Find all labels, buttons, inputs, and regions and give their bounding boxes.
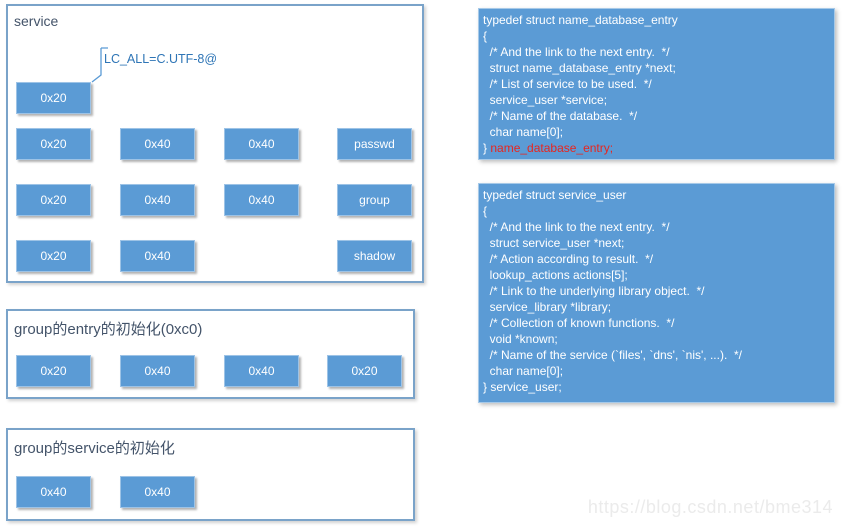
code-line: char name[0]; bbox=[483, 364, 564, 378]
code-line: service_library *library; bbox=[483, 300, 612, 314]
mem-box-0x40: 0x40 bbox=[16, 476, 91, 508]
code-line: service_user *service; bbox=[483, 93, 608, 107]
code-line: /* Link to the underlying library object… bbox=[483, 284, 705, 298]
code-line: /* Name of the service (`files', `dns', … bbox=[483, 348, 742, 362]
code-line: /* Collection of known functions. */ bbox=[483, 316, 675, 330]
mem-box-0x40: 0x40 bbox=[120, 476, 195, 508]
mem-box-0x40: 0x40 bbox=[120, 240, 195, 272]
mem-box-0x20: 0x20 bbox=[327, 355, 402, 387]
mem-box-0x20: 0x20 bbox=[16, 82, 91, 114]
code-line: void *known; bbox=[483, 332, 558, 346]
code-line: typedef struct service_user bbox=[483, 188, 627, 202]
mem-box-0x20: 0x20 bbox=[16, 184, 91, 216]
mem-box-0x20: 0x20 bbox=[16, 240, 91, 272]
code-line: /* Action according to result. */ bbox=[483, 252, 654, 266]
code-line: } service_user; bbox=[483, 380, 562, 394]
service-panel-title: service bbox=[14, 13, 59, 29]
mem-box-0x40: 0x40 bbox=[120, 184, 195, 216]
group-entry-init-panel: group的entry的初始化(0xc0) 0x20 0x40 0x40 0x20 bbox=[6, 309, 415, 399]
group-entry-init-title: group的entry的初始化(0xc0) bbox=[14, 321, 203, 338]
mem-box-shadow: shadow bbox=[337, 240, 412, 272]
code-line: struct name_database_entry *next; bbox=[483, 61, 676, 75]
code-line: typedef struct name_database_entry bbox=[483, 13, 678, 27]
code-block-name-database-entry: typedef struct name_database_entry { /* A… bbox=[478, 8, 835, 160]
code-line: char name[0]; bbox=[483, 125, 564, 139]
code-line: /* List of service to be used. */ bbox=[483, 77, 652, 91]
code-line: { bbox=[483, 29, 488, 43]
code-block-service-user: typedef struct service_user { /* And the … bbox=[478, 183, 835, 403]
group-service-init-panel: group的service的初始化 0x40 0x40 bbox=[6, 428, 415, 521]
code-line: lookup_actions actions[5]; bbox=[483, 268, 628, 282]
mem-box-0x40: 0x40 bbox=[224, 128, 299, 160]
mem-box-0x40: 0x40 bbox=[120, 355, 195, 387]
code-line: { bbox=[483, 204, 488, 218]
code-line: /* And the link to the next entry. */ bbox=[483, 220, 670, 234]
mem-box-0x40: 0x40 bbox=[120, 128, 195, 160]
code-line: } name_database_entry; bbox=[483, 141, 614, 155]
callout-bracket bbox=[91, 47, 108, 83]
mem-box-passwd: passwd bbox=[337, 128, 412, 160]
watermark: https://blog.csdn.net/bme314 bbox=[587, 497, 833, 517]
code-line: struct service_user *next; bbox=[483, 236, 625, 250]
mem-box-0x20: 0x20 bbox=[16, 355, 91, 387]
mem-box-group: group bbox=[337, 184, 412, 216]
env-annotation-label: LC_ALL=C.UTF-8@ bbox=[104, 52, 218, 66]
group-service-init-title: group的service的初始化 bbox=[14, 440, 175, 457]
mem-box-0x40: 0x40 bbox=[224, 184, 299, 216]
code-line: /* Name of the database. */ bbox=[483, 109, 638, 123]
mem-box-0x20: 0x20 bbox=[16, 128, 91, 160]
mem-box-0x40: 0x40 bbox=[224, 355, 299, 387]
service-panel: service LC_ALL=C.UTF-8@ 0x20 0x20 0x40 0x40… bbox=[6, 4, 424, 283]
code-line: /* And the link to the next entry. */ bbox=[483, 45, 670, 59]
